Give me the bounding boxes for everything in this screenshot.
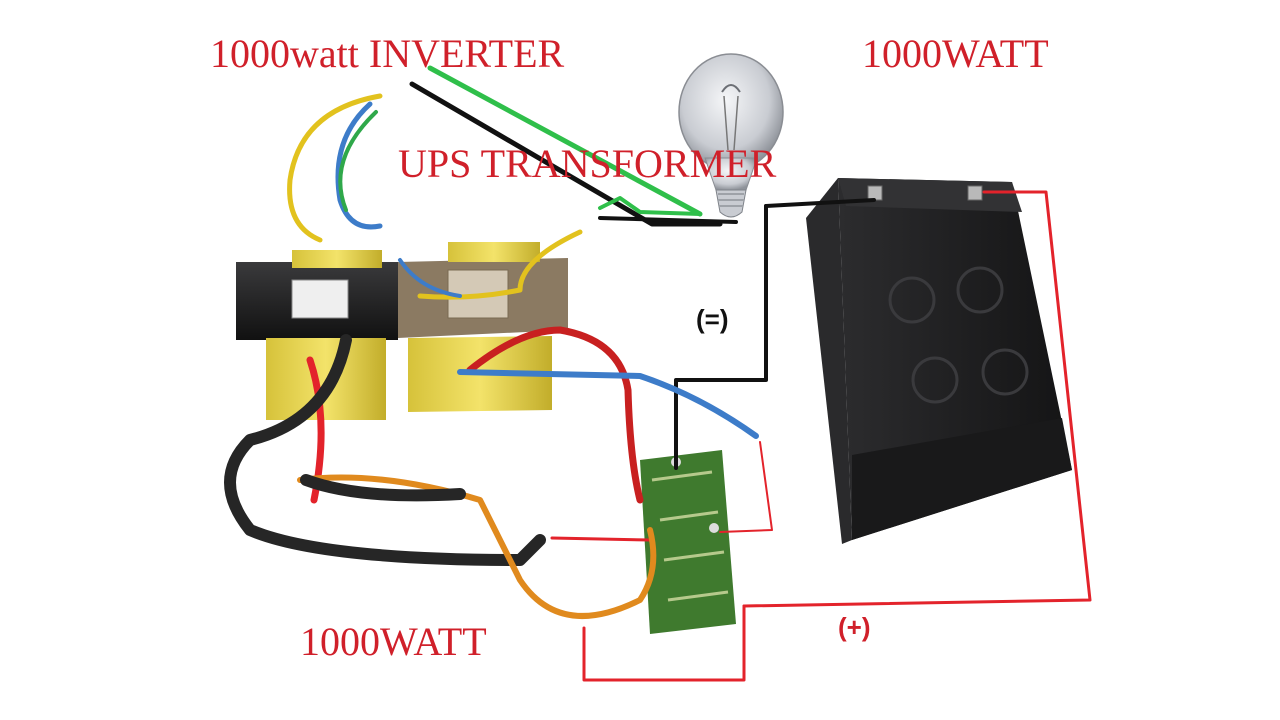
light-bulb-icon bbox=[678, 53, 784, 218]
transformer-wattage-label: 1000WATT bbox=[300, 619, 487, 664]
ups-transformer-label: UPS TRANSFORMER bbox=[398, 141, 777, 186]
battery-icon bbox=[806, 178, 1072, 544]
inverter-title-label: 1000watt INVERTER bbox=[210, 31, 565, 76]
positive-terminal-label: (+) bbox=[838, 612, 871, 642]
transformer-icon bbox=[236, 242, 568, 420]
circuit-board-icon bbox=[640, 450, 736, 634]
negative-terminal-label: (=) bbox=[696, 304, 729, 334]
wires bbox=[224, 65, 1092, 682]
battery-wattage-label: 1000WATT bbox=[862, 31, 1049, 76]
